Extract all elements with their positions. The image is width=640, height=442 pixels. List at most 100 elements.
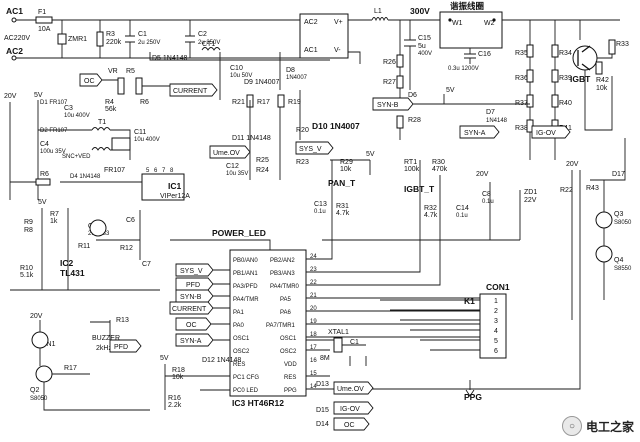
svg-text:D7: D7 <box>486 109 495 116</box>
temperature-sense: 5V R29 10k PAN_T IGBT_T RT1 100k R30 470… <box>314 151 537 241</box>
svg-text:24: 24 <box>310 254 317 260</box>
led-driver: 5V R18 10k R16 2.2k D12 1N4148 <box>160 355 241 410</box>
svg-text:SYN-B: SYN-B <box>377 102 399 109</box>
svg-text:VDD: VDD <box>284 362 297 368</box>
svg-text:10A: 10A <box>38 26 51 33</box>
svg-text:CURRENT: CURRENT <box>173 88 208 95</box>
ac2-label: AC2 <box>6 46 23 56</box>
tag-sys-v <box>175 263 214 277</box>
svg-text:R18: R18 <box>172 367 185 374</box>
svg-text:10k: 10k <box>340 166 352 173</box>
svg-text:PFD: PFD <box>186 282 200 289</box>
svg-text:4.7k: 4.7k <box>336 210 350 217</box>
mcu-right-pins: PB2/AN2 PB3/AN3 PA4/TMR0 PA5 PA6 PA7/TMR… <box>266 258 300 394</box>
svg-text:C2: C2 <box>198 31 207 38</box>
svg-text:2: 2 <box>494 308 498 315</box>
svg-text:20V: 20V <box>566 161 579 168</box>
svg-text:R7: R7 <box>50 211 59 218</box>
brand-name: 电工之家 <box>585 419 634 434</box>
svg-text:D1 FR107: D1 FR107 <box>40 100 68 106</box>
svg-text:R36: R36 <box>515 75 528 82</box>
svg-text:R25: R25 <box>256 157 269 164</box>
svg-text:5V: 5V <box>34 92 43 99</box>
mcu-left-pins: PB0/AN0 PB1/AN1 PA3/PFD PA4/TMR PA1 PA0 … <box>233 258 259 394</box>
svg-text:R43: R43 <box>586 185 599 192</box>
svg-text:C8: C8 <box>482 191 491 198</box>
svg-text:C3: C3 <box>64 105 73 112</box>
svg-text:CURRENT: CURRENT <box>172 306 207 313</box>
svg-text:W1: W1 <box>452 20 463 27</box>
svg-text:OSC2: OSC2 <box>233 349 250 355</box>
svg-text:R10: R10 <box>20 265 33 272</box>
svg-text:S8050: S8050 <box>614 220 632 226</box>
svg-text:IGBT_T: IGBT_T <box>404 184 435 194</box>
svg-text:XTAL1: XTAL1 <box>328 329 349 336</box>
svg-text:5V: 5V <box>160 355 169 362</box>
svg-text:Ume.OV: Ume.OV <box>337 386 364 393</box>
svg-text:CT1: CT1 <box>202 41 215 48</box>
svg-text:D6: D6 <box>408 92 417 99</box>
svg-text:D5 1N4148: D5 1N4148 <box>152 55 188 62</box>
tag-syn-a <box>175 333 214 347</box>
svg-text:Q2: Q2 <box>30 387 39 394</box>
svg-text:R23: R23 <box>296 159 309 166</box>
svg-text:R22: R22 <box>560 187 573 194</box>
svg-text:2kHz: 2kHz <box>96 345 112 352</box>
svg-text:PPG: PPG <box>464 392 482 402</box>
mcu-pin-numbers: 24 23 22 21 20 19 18 17 16 15 14 <box>310 254 317 390</box>
svg-text:1: 1 <box>494 298 498 305</box>
svg-text:R8: R8 <box>24 227 33 234</box>
svg-text:10u 400V: 10u 400V <box>64 113 90 119</box>
svg-text:CON1: CON1 <box>486 282 510 292</box>
svg-text:R35: R35 <box>515 50 528 57</box>
ic3-ht46r12: POWER_LED IC3 HT46R12 PB0/AN0 PB1/AN1 PA… <box>170 170 581 408</box>
svg-text:BUZZER: BUZZER <box>92 335 120 342</box>
svg-text:4.7k: 4.7k <box>424 212 438 219</box>
svg-text:R32: R32 <box>424 205 437 212</box>
svg-text:PPG: PPG <box>284 388 297 394</box>
svg-text:R3: R3 <box>106 31 115 38</box>
svg-text:R27: R27 <box>383 79 396 86</box>
300v-rail-label: 300V <box>410 6 430 16</box>
svg-text:20V: 20V <box>476 171 489 178</box>
svg-text:PA3/PFD: PA3/PFD <box>233 284 258 290</box>
svg-text:R11: R11 <box>78 243 90 250</box>
ac1-label: AC1 <box>6 6 23 16</box>
svg-text:1N4007: 1N4007 <box>286 75 308 81</box>
svg-text:C6: C6 <box>126 217 135 224</box>
svg-text:R6: R6 <box>140 99 149 106</box>
svg-text:SYN-A: SYN-A <box>464 130 486 137</box>
svg-text:R28: R28 <box>408 117 421 124</box>
igbt-driver: 20V R22 R43 D17 Q3 S8050 Q4 S8550 <box>560 138 632 320</box>
svg-text:IC2: IC2 <box>60 258 74 268</box>
syn-b-tag <box>372 97 414 111</box>
svg-text:2u 250V: 2u 250V <box>138 40 160 46</box>
crystal-xtal1: XTAL1 8M C1 <box>306 329 367 366</box>
bridge-rectifier: AC2 AC1 V+ V- L1 300V <box>299 6 620 64</box>
svg-text:18: 18 <box>310 332 317 338</box>
svg-text:5: 5 <box>494 338 498 345</box>
svg-text:R21: R21 <box>232 99 245 106</box>
svg-text:100k: 100k <box>404 166 420 173</box>
svg-text:PB0/AN0: PB0/AN0 <box>233 258 258 264</box>
svg-text:R4: R4 <box>105 99 114 106</box>
svg-text:R29: R29 <box>340 159 353 166</box>
svg-text:0.1u: 0.1u <box>456 213 468 219</box>
svg-text:AC2: AC2 <box>304 19 318 26</box>
svg-text:22V: 22V <box>524 197 537 204</box>
svg-text:SYN-A: SYN-A <box>180 338 202 345</box>
svg-text:V+: V+ <box>334 19 343 26</box>
svg-text:8: 8 <box>170 168 174 174</box>
svg-text:VIPer12A: VIPer12A <box>160 193 190 200</box>
svg-text:Q4: Q4 <box>614 257 623 264</box>
svg-text:W2: W2 <box>484 20 495 27</box>
svg-text:10u 50V: 10u 50V <box>230 73 252 79</box>
svg-text:R33: R33 <box>616 41 629 48</box>
svg-text:100u 35V: 100u 35V <box>40 149 66 155</box>
svg-text:0.3u 1200V: 0.3u 1200V <box>448 66 479 72</box>
svg-text:PB1/AN1: PB1/AN1 <box>233 271 258 277</box>
tag-syn-b <box>175 289 214 303</box>
svg-text:5V: 5V <box>38 199 47 206</box>
svg-text:C16: C16 <box>478 51 491 58</box>
svg-text:R24: R24 <box>256 167 269 174</box>
